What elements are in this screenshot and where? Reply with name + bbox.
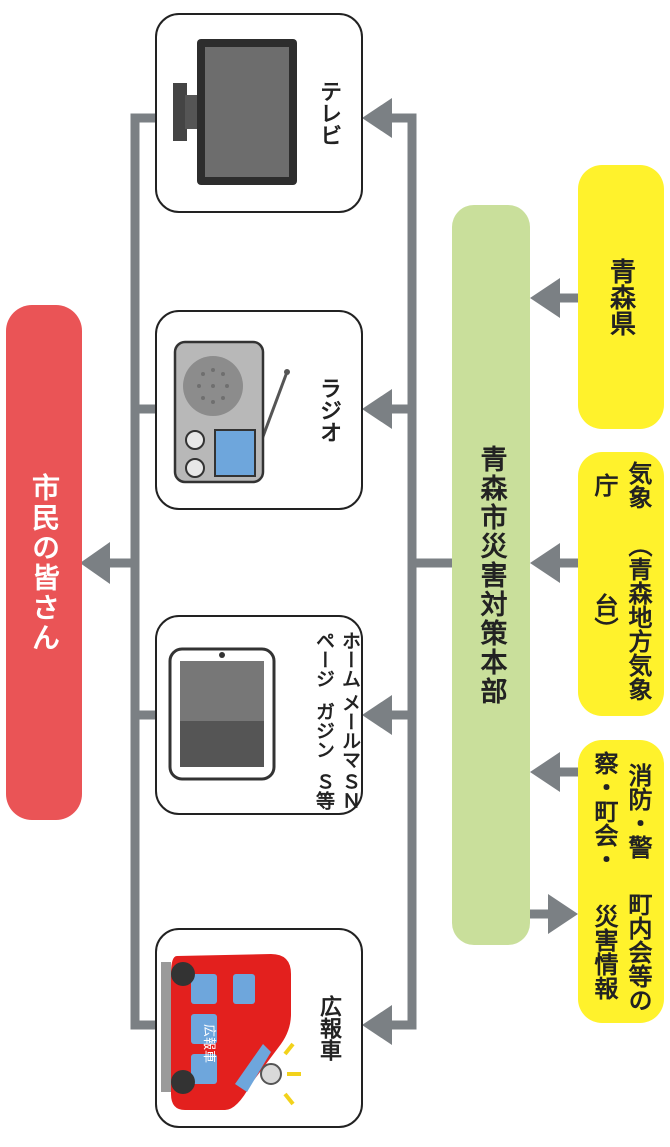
source-prefecture-box: 青森県: [578, 165, 664, 429]
source-prefecture-label: 青森県: [605, 258, 636, 336]
channel-tv-box: テレビ: [155, 13, 363, 213]
source-met-agency-label: 気象庁: [590, 461, 652, 509]
arrow-from-fire-police: [530, 752, 560, 792]
arrow-to-citizens: [80, 542, 110, 584]
citizens-box: 市民の皆さん: [6, 305, 82, 820]
arrow-to-radio: [362, 389, 392, 429]
source-met-agency-box: 気象庁 （青森地方気象台）: [578, 452, 664, 716]
channel-web-label-2: メールマガジン: [313, 692, 361, 769]
arrow-to-fire-police: [548, 894, 578, 934]
channel-car-label: 広報車: [316, 995, 341, 1061]
smartphone-icon: [168, 647, 276, 781]
car-body-label: 広報車: [201, 1024, 216, 1063]
pr-vehicle-icon: 広報車: [161, 954, 301, 1110]
tv-icon: [173, 39, 297, 185]
arrow-from-met-agency: [530, 543, 560, 583]
channel-web-label-1: ホームページ: [313, 631, 361, 689]
source-met-agency-sub-label: （青森地方気象台）: [590, 533, 652, 701]
radio-icon: [173, 340, 290, 484]
channel-tv-label: テレビ: [316, 80, 341, 146]
channel-web-box: ホームページ メールマガジン ＳＮＳ等: [155, 615, 363, 815]
arrow-from-prefecture: [530, 278, 560, 318]
citizens-label: 市民の皆さん: [28, 472, 61, 653]
source-fire-police-label-1: 消防・警察・町会・: [590, 750, 652, 871]
arrow-to-web: [362, 695, 392, 735]
channel-web-label-3: ＳＮＳ等: [313, 772, 361, 811]
channel-car-box: 広報車 広報車: [155, 928, 363, 1128]
collection-trunk: [130, 113, 162, 1030]
hq-label: 青森市災害対策本部: [475, 444, 507, 706]
source-fire-police-label-2: 町内会等の災害情報: [590, 892, 652, 1013]
hq-box: 青森市災害対策本部: [452, 205, 530, 945]
arrow-to-car: [362, 1005, 392, 1045]
arrow-to-tv: [362, 98, 392, 138]
channel-radio-label: ラジオ: [316, 377, 341, 443]
channel-radio-box: ラジオ: [155, 310, 363, 510]
source-fire-police-box: 消防・警察・町会・ 町内会等の災害情報: [578, 740, 664, 1023]
distribution-trunk: [383, 113, 417, 1030]
